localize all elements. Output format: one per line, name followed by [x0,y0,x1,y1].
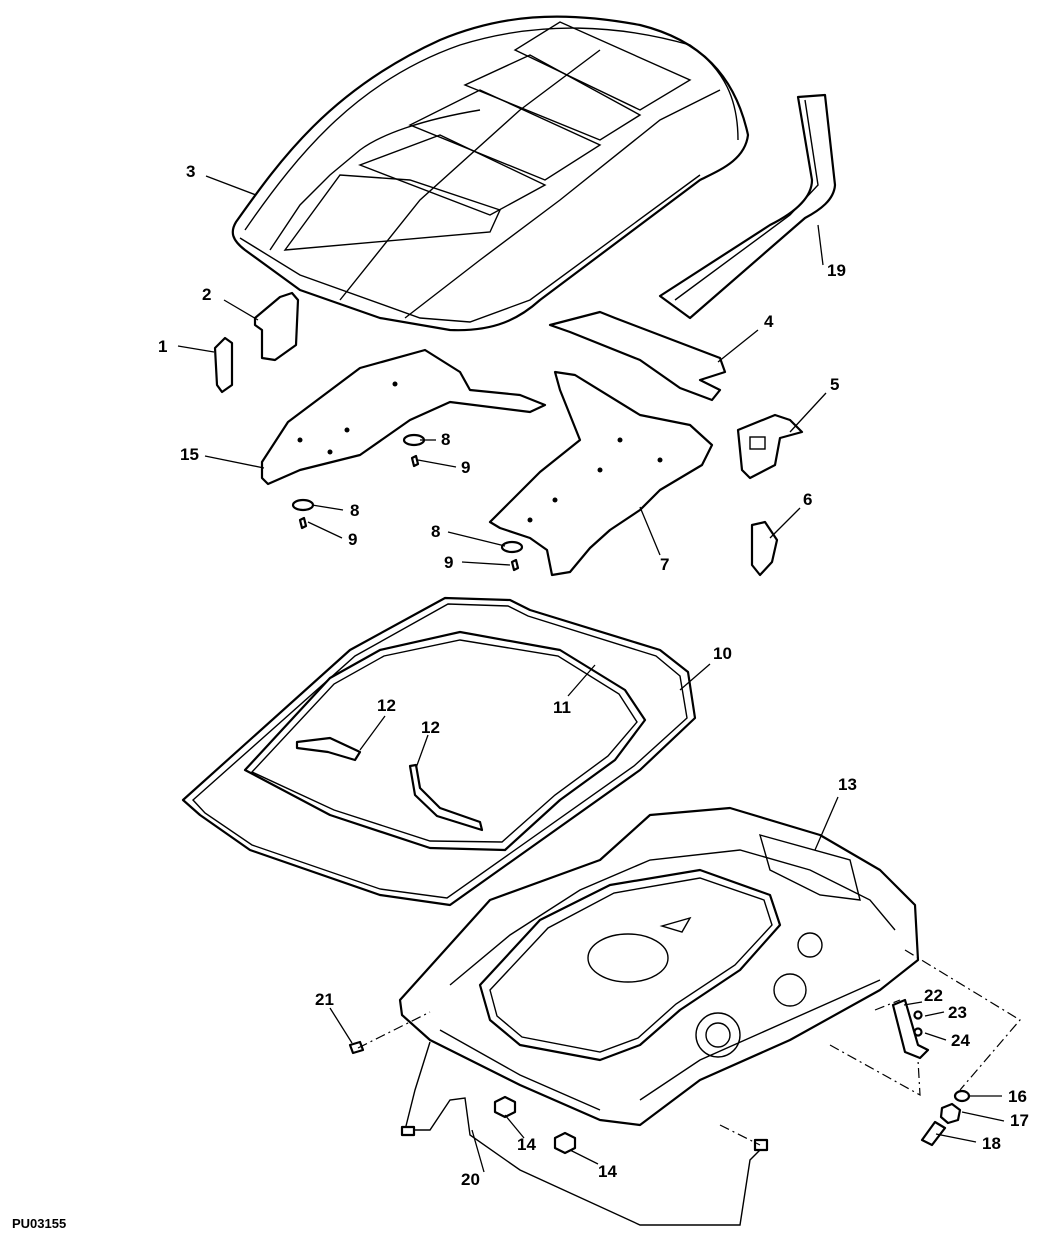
part-24-washer [913,1027,923,1037]
part-19-side-trim [658,93,837,320]
part-22-bracket [891,998,930,1060]
callout-14b: 14 [598,1162,617,1181]
callout-15: 15 [180,445,199,464]
part-3-roof-cover [231,15,750,332]
part-14-nuts [493,1095,577,1155]
callout-8a: 8 [441,430,450,449]
part-20-connector-b [753,1138,769,1152]
callout-23: 23 [948,1003,967,1022]
callout-11: 11 [553,698,571,717]
part-18-stud [920,1120,947,1147]
part-15-insulation [260,348,547,486]
part-12-seal-a [295,736,362,762]
callout-9a: 9 [461,458,470,477]
part-2-bracket [253,291,300,362]
part-5-bracket [736,413,804,480]
callout-20: 20 [461,1170,480,1189]
callout-22: 22 [924,986,943,1005]
callout-8c: 8 [431,522,440,541]
callout-19: 19 [827,261,846,280]
part-11-seal-inner-line [250,639,638,843]
callout-17: 17 [1010,1111,1029,1130]
part-23-bolt [913,1010,923,1020]
leader-lines [177,175,1005,1173]
part-5-slot [749,436,766,450]
callout-labels: 1 2 3 4 5 6 7 8 8 8 9 9 9 10 11 12 12 13… [12,162,1029,1231]
callout-7: 7 [660,555,669,574]
diagram-code: PU03155 [12,1216,66,1231]
part-11-inner-seal [243,630,647,852]
callout-5: 5 [830,375,839,394]
callout-12b: 12 [421,718,440,737]
part-16-cap [953,1089,971,1103]
part-1-bracket [213,336,234,394]
part-12-seal-b [408,763,484,832]
callout-24: 24 [951,1031,970,1050]
callout-4: 4 [764,312,774,331]
part-21-clip [348,1040,365,1055]
callout-8b: 8 [350,501,359,520]
callout-1: 1 [158,337,167,356]
callout-18: 18 [982,1134,1001,1153]
part-6-bracket [750,520,779,577]
callout-21: 21 [315,990,334,1009]
callout-9c: 9 [444,553,453,572]
part-4-strip [548,310,727,402]
callout-14a: 14 [517,1135,536,1154]
callout-10: 10 [713,644,732,663]
callout-2: 2 [202,285,211,304]
part-13-roof-frame [398,806,920,1127]
callout-12a: 12 [377,696,396,715]
callout-6: 6 [803,490,812,509]
callout-3: 3 [186,162,195,181]
part-20-harness [404,1041,761,1226]
part-20-connector-a [400,1125,416,1137]
callout-16: 16 [1008,1087,1027,1106]
callout-13: 13 [838,775,857,794]
part-9-screws [298,454,520,572]
part-17-nut [939,1102,962,1125]
alignment-lines [357,949,1021,1146]
part-7-insulation [488,370,714,577]
callout-9b: 9 [348,530,357,549]
